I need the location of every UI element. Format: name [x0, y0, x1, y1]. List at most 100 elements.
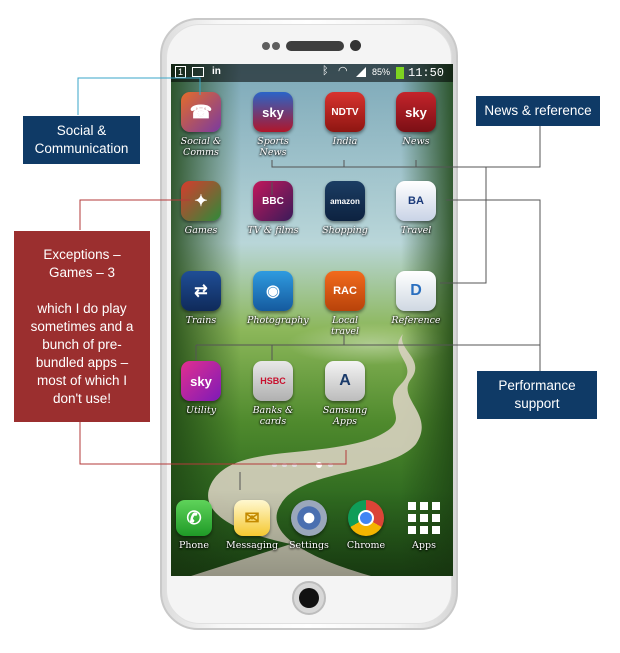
british-airways-icon: BA: [396, 181, 436, 221]
sensor-dot: [262, 42, 270, 50]
rac-icon: RAC: [325, 271, 365, 311]
app-local-travel[interactable]: RAC Local travel: [319, 271, 371, 337]
app-label: Samsung Apps: [322, 405, 368, 427]
sensor-dot: [272, 42, 280, 50]
wifi-icon: ◠: [338, 65, 348, 77]
app-label: Games: [184, 225, 218, 236]
amazon-icon: amazon: [325, 181, 365, 221]
app-social-comms[interactable]: ☎ Social & Comms: [175, 92, 227, 158]
page-dot[interactable]: [272, 463, 277, 467]
wallpaper-trees-right: [401, 64, 453, 576]
sky-news-icon: sky: [396, 92, 436, 132]
sky-utility-icon: sky: [181, 361, 221, 401]
battery-icon: [396, 67, 404, 79]
app-tv-films[interactable]: BBC TV & films: [247, 181, 299, 236]
app-label: Banks & cards: [252, 405, 294, 427]
chrome-icon: [348, 500, 384, 536]
home-button[interactable]: [292, 581, 326, 615]
app-trains[interactable]: ⇄ Trains: [175, 271, 227, 326]
national-rail-icon: ⇄: [181, 271, 221, 311]
dock-messaging[interactable]: ✉ Messaging: [226, 500, 278, 551]
app-label: Messaging: [226, 540, 279, 551]
status-bar: [171, 64, 453, 82]
app-reference[interactable]: D Reference: [390, 271, 442, 326]
callout-performance-support: Performance support: [477, 371, 597, 419]
callout-text: Exceptions –: [43, 246, 121, 262]
bbc-iplayer-icon: BBC: [253, 181, 293, 221]
app-label: Social & Comms: [180, 136, 222, 158]
dock-chrome[interactable]: Chrome: [340, 500, 392, 551]
app-photography[interactable]: ◉ Photography: [247, 271, 309, 326]
app-games[interactable]: ✦ Games: [175, 181, 227, 236]
linkedin-notification-icon: in: [212, 66, 221, 77]
page-dot[interactable]: [282, 463, 287, 467]
app-label: Utility: [185, 405, 217, 416]
app-label: Trains: [185, 315, 217, 326]
page-dot[interactable]: [292, 463, 297, 467]
bluetooth-icon: ᛒ: [322, 65, 329, 77]
app-label: Phone: [179, 540, 209, 551]
dock-apps[interactable]: Apps: [398, 500, 450, 551]
app-label: Shopping: [322, 225, 368, 236]
app-samsung-apps[interactable]: A Samsung Apps: [319, 361, 371, 427]
callout-news-reference: News & reference: [476, 96, 600, 126]
app-news[interactable]: sky News: [390, 92, 442, 147]
photo-app-icon: ◉: [253, 271, 293, 311]
app-travel[interactable]: BA Travel: [390, 181, 442, 236]
app-banks-cards[interactable]: HSBC Banks & cards: [247, 361, 299, 427]
app-label: India: [332, 136, 358, 147]
callout-text: Social &: [56, 123, 107, 138]
samsung-apps-icon: A: [325, 361, 365, 401]
app-label: Local travel: [330, 315, 360, 337]
app-sports-news[interactable]: sky Sports News: [247, 92, 299, 158]
gallery-notification-icon: [192, 67, 204, 77]
app-label: News: [402, 136, 430, 147]
app-label: Photography: [247, 315, 309, 326]
home-screen-wallpaper: [171, 64, 453, 576]
games-folder-icon: ✦: [181, 181, 221, 221]
callout-text: News & reference: [484, 103, 592, 118]
earpiece-speaker: [286, 41, 344, 51]
connector-exceptions: [79, 199, 190, 230]
app-label: Travel: [400, 225, 432, 236]
app-utility[interactable]: sky Utility: [175, 361, 227, 416]
sky-sports-icon: sky: [253, 92, 293, 132]
page-dot[interactable]: [328, 463, 333, 467]
front-camera: [350, 40, 361, 51]
connector-news: [440, 167, 487, 284]
callout-text: Performance: [498, 378, 576, 393]
battery-percent: 85%: [372, 67, 391, 77]
social-folder-icon: ☎: [181, 92, 221, 132]
app-label: Chrome: [346, 540, 386, 551]
app-label: Sports News: [257, 136, 289, 158]
connector-exceptions: [79, 420, 347, 465]
page-dot-active[interactable]: [316, 462, 322, 468]
callout-text: Communication: [34, 141, 129, 156]
app-label: Reference: [391, 315, 441, 326]
app-label: Apps: [412, 540, 436, 551]
callout-social-communication: Social & Communication: [23, 116, 140, 164]
dictionary-icon: D: [396, 271, 436, 311]
app-shopping[interactable]: amazon Shopping: [319, 181, 371, 236]
app-grid-icon: [406, 500, 442, 536]
dock-settings[interactable]: Settings: [283, 500, 335, 551]
phone-icon: ✆: [176, 500, 212, 536]
envelope-icon: ✉: [234, 500, 270, 536]
connector-social: [77, 77, 201, 115]
app-label: Settings: [289, 540, 329, 551]
callout-text: Games – 3: [48, 264, 116, 280]
page-indicator: [272, 462, 352, 468]
app-india[interactable]: NDTV India: [319, 92, 371, 147]
callout-text: which I do play sometimes and a bunch of…: [30, 300, 134, 406]
connector-performance: [446, 199, 541, 372]
app-label: TV & films: [247, 225, 299, 236]
dock-phone[interactable]: ✆ Phone: [168, 500, 220, 551]
gear-icon: [291, 500, 327, 536]
signal-icon: [356, 67, 366, 77]
hsbc-icon: HSBC: [253, 361, 293, 401]
callout-text: support: [514, 396, 560, 411]
status-clock: 11:50: [408, 66, 445, 80]
ndtv-icon: NDTV: [325, 92, 365, 132]
callout-exceptions: Exceptions – Games – 3 which I do play s…: [14, 231, 150, 422]
